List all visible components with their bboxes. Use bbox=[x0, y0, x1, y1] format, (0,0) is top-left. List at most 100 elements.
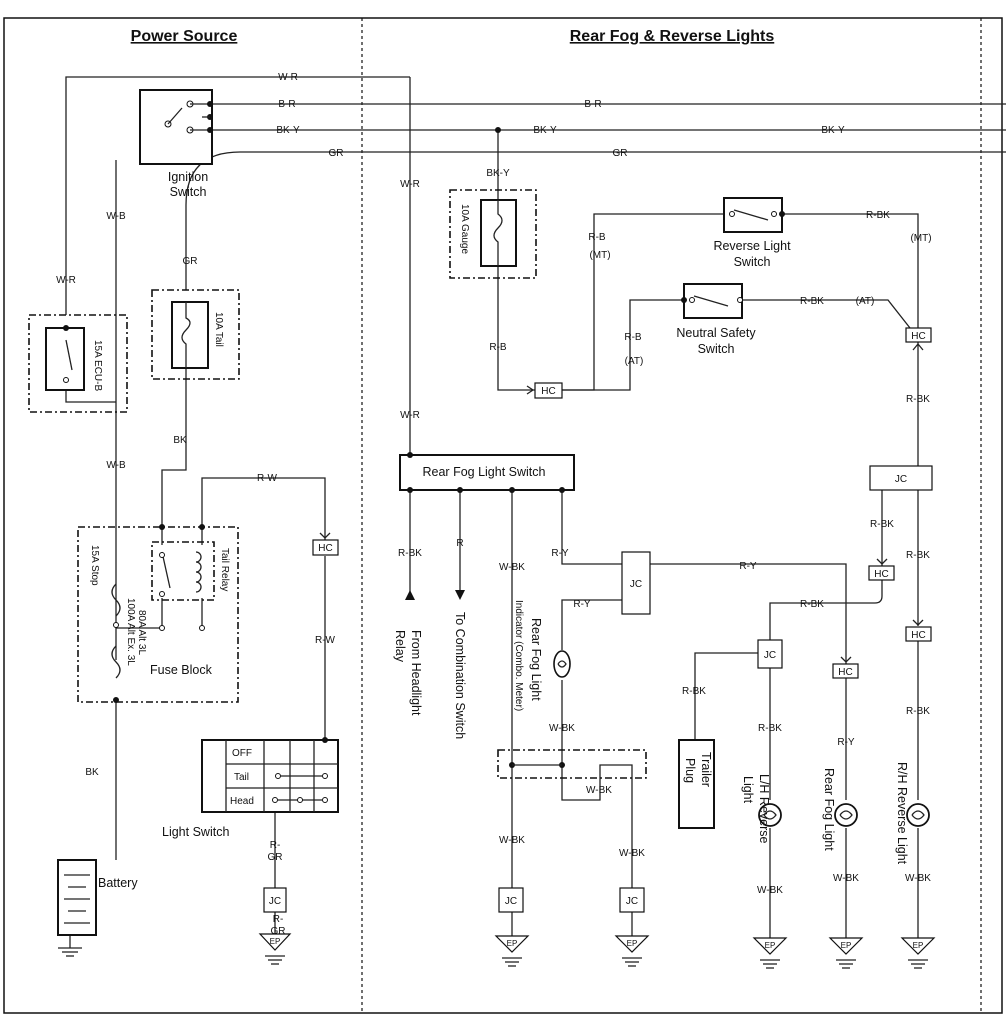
rear-fog-light: Rear Fog Light bbox=[822, 768, 858, 851]
svg-text:B-R: B-R bbox=[278, 99, 295, 110]
svg-text:To Combination Switch: To Combination Switch bbox=[453, 612, 467, 739]
rh-reverse-light: R/H Reverse Light bbox=[895, 762, 930, 865]
svg-text:R-BK: R-BK bbox=[906, 394, 930, 405]
ep-ground: EP bbox=[614, 935, 650, 967]
hc-connector: HC bbox=[905, 327, 932, 351]
svg-text:HC: HC bbox=[541, 386, 555, 397]
svg-text:R-W: R-W bbox=[257, 473, 278, 484]
svg-text:Trailer: Trailer bbox=[699, 752, 713, 787]
hc-connector: HC bbox=[905, 619, 932, 642]
fuse-15a-stop-label: 15A Stop bbox=[89, 545, 100, 586]
tail-relay-label: Tail Relay bbox=[219, 548, 230, 591]
svg-text:(MT): (MT) bbox=[589, 250, 610, 261]
jc-connector: JC bbox=[263, 887, 287, 913]
svg-text:W-B: W-B bbox=[106, 460, 126, 471]
fuse-15a-ecub-label: 15A ECU-B bbox=[92, 340, 103, 391]
fuse-10a-gauge: 10A Gauge bbox=[449, 189, 537, 279]
reverse-light-switch-label: Switch bbox=[734, 255, 771, 269]
svg-text:JC: JC bbox=[764, 650, 776, 661]
svg-text:R-BK: R-BK bbox=[870, 519, 894, 530]
rear-fog-wiring bbox=[409, 77, 919, 938]
fuse-10a-tail-label: 10A Tail bbox=[213, 312, 224, 347]
combination-switch-arrow: To Combination Switch bbox=[453, 590, 467, 739]
svg-text:L/H Reverse: L/H Reverse bbox=[757, 774, 771, 844]
svg-text:R-BK: R-BK bbox=[398, 548, 422, 559]
hc-connector: HC bbox=[526, 382, 563, 399]
svg-text:Indicator (Combo. Meter): Indicator (Combo. Meter) bbox=[513, 600, 524, 711]
svg-text:GR: GR bbox=[613, 148, 628, 159]
fuse-10a-gauge-label: 10A Gauge bbox=[459, 204, 470, 254]
neutral-safety-switch: Neutral Safety Switch bbox=[676, 283, 756, 356]
jc-connector: JC bbox=[621, 551, 651, 615]
reverse-light-switch-label: Reverse Light bbox=[713, 239, 791, 253]
svg-text:R-B: R-B bbox=[624, 332, 642, 343]
svg-text:BK-Y: BK-Y bbox=[533, 125, 557, 136]
ignition-switch-label: Ignition bbox=[168, 170, 208, 184]
fuse-block: Tail Relay 15A Stop 100A Alt Ex. 3L 80A … bbox=[77, 524, 239, 703]
rear-fog-light-switch: Rear Fog Light Switch bbox=[399, 452, 575, 493]
neutral-safety-switch-label: Neutral Safety bbox=[676, 326, 756, 340]
light-switch-off-label: OFF bbox=[232, 748, 252, 759]
trailer-plug: Trailer Plug bbox=[678, 739, 715, 829]
svg-text:R-BK: R-BK bbox=[800, 599, 824, 610]
fuse-15a-ecub: 15A ECU-B bbox=[28, 314, 128, 413]
headlight-relay-arrow: From Headlight Relay bbox=[393, 590, 423, 716]
fuse-block-label: Fuse Block bbox=[150, 663, 213, 677]
svg-text:R-Y: R-Y bbox=[739, 561, 757, 572]
svg-text:R-BK: R-BK bbox=[906, 706, 930, 717]
ignition-switch: Ignition Switch bbox=[139, 89, 213, 199]
svg-text:HC: HC bbox=[874, 569, 888, 580]
rear-fog-wire-labels: B-R BK-Y BK-Y GR W-R BK-Y R-B R-B (MT) R… bbox=[398, 99, 932, 896]
svg-text:W-BK: W-BK bbox=[619, 848, 645, 859]
section-title-power-source: Power Source bbox=[131, 28, 238, 45]
svg-text:GR: GR bbox=[268, 852, 283, 863]
ep-ground: EP bbox=[900, 937, 936, 969]
battery-label: Battery bbox=[98, 876, 138, 890]
battery: Battery bbox=[57, 859, 138, 957]
jc-connector: JC bbox=[869, 465, 933, 491]
svg-text:JC: JC bbox=[895, 474, 907, 485]
svg-text:EP: EP bbox=[913, 941, 924, 950]
fuse-100a-alt-label: 100A Alt Ex. 3L bbox=[125, 598, 136, 666]
diagram-frame bbox=[3, 17, 1003, 1014]
svg-text:HC: HC bbox=[318, 543, 332, 554]
svg-text:W-BK: W-BK bbox=[586, 785, 612, 796]
svg-text:W-BK: W-BK bbox=[757, 885, 783, 896]
svg-text:Rear Fog Light: Rear Fog Light bbox=[529, 618, 543, 701]
svg-text:R-BK: R-BK bbox=[866, 210, 890, 221]
power-source-wire-labels: W-R B-R BK-Y GR W-B W-R GR BK W-B R-W R-… bbox=[56, 72, 343, 937]
svg-text:From Headlight: From Headlight bbox=[409, 630, 423, 716]
neutral-safety-switch-label: Switch bbox=[698, 342, 735, 356]
ep-ground: EP bbox=[752, 937, 788, 969]
svg-text:BK: BK bbox=[173, 435, 187, 446]
svg-text:B-R: B-R bbox=[584, 99, 601, 110]
svg-text:HC: HC bbox=[838, 667, 852, 678]
reverse-light-switch: Reverse Light Switch bbox=[713, 197, 791, 269]
svg-text:R/H Reverse Light: R/H Reverse Light bbox=[895, 762, 909, 865]
svg-text:(AT): (AT) bbox=[625, 356, 644, 367]
svg-text:EP: EP bbox=[765, 941, 776, 950]
power-source-wiring bbox=[65, 76, 1006, 948]
svg-text:(MT): (MT) bbox=[910, 233, 931, 244]
hc-connector: HC bbox=[868, 558, 895, 581]
svg-text:R-Y: R-Y bbox=[837, 737, 855, 748]
svg-text:HC: HC bbox=[911, 331, 925, 342]
rear-fog-light-switch-label: Rear Fog Light Switch bbox=[423, 465, 546, 479]
hc-connector: HC bbox=[832, 656, 859, 679]
ep-ground: EP bbox=[494, 935, 530, 967]
light-switch-head-label: Head bbox=[230, 796, 254, 807]
svg-text:W-R: W-R bbox=[278, 72, 298, 83]
svg-text:W-BK: W-BK bbox=[905, 873, 931, 884]
svg-text:EP: EP bbox=[270, 937, 281, 946]
fuse-10a-tail: 10A Tail bbox=[151, 289, 240, 380]
svg-text:R-BK: R-BK bbox=[906, 550, 930, 561]
svg-text:Rear Fog Light: Rear Fog Light bbox=[822, 768, 836, 851]
svg-text:BK-Y: BK-Y bbox=[486, 168, 510, 179]
svg-text:EP: EP bbox=[627, 939, 638, 948]
svg-text:W-BK: W-BK bbox=[499, 835, 525, 846]
svg-text:Light: Light bbox=[741, 776, 755, 804]
svg-text:EP: EP bbox=[841, 941, 852, 950]
svg-text:JC: JC bbox=[630, 579, 642, 590]
svg-text:EP: EP bbox=[507, 939, 518, 948]
svg-text:R-B: R-B bbox=[489, 342, 507, 353]
